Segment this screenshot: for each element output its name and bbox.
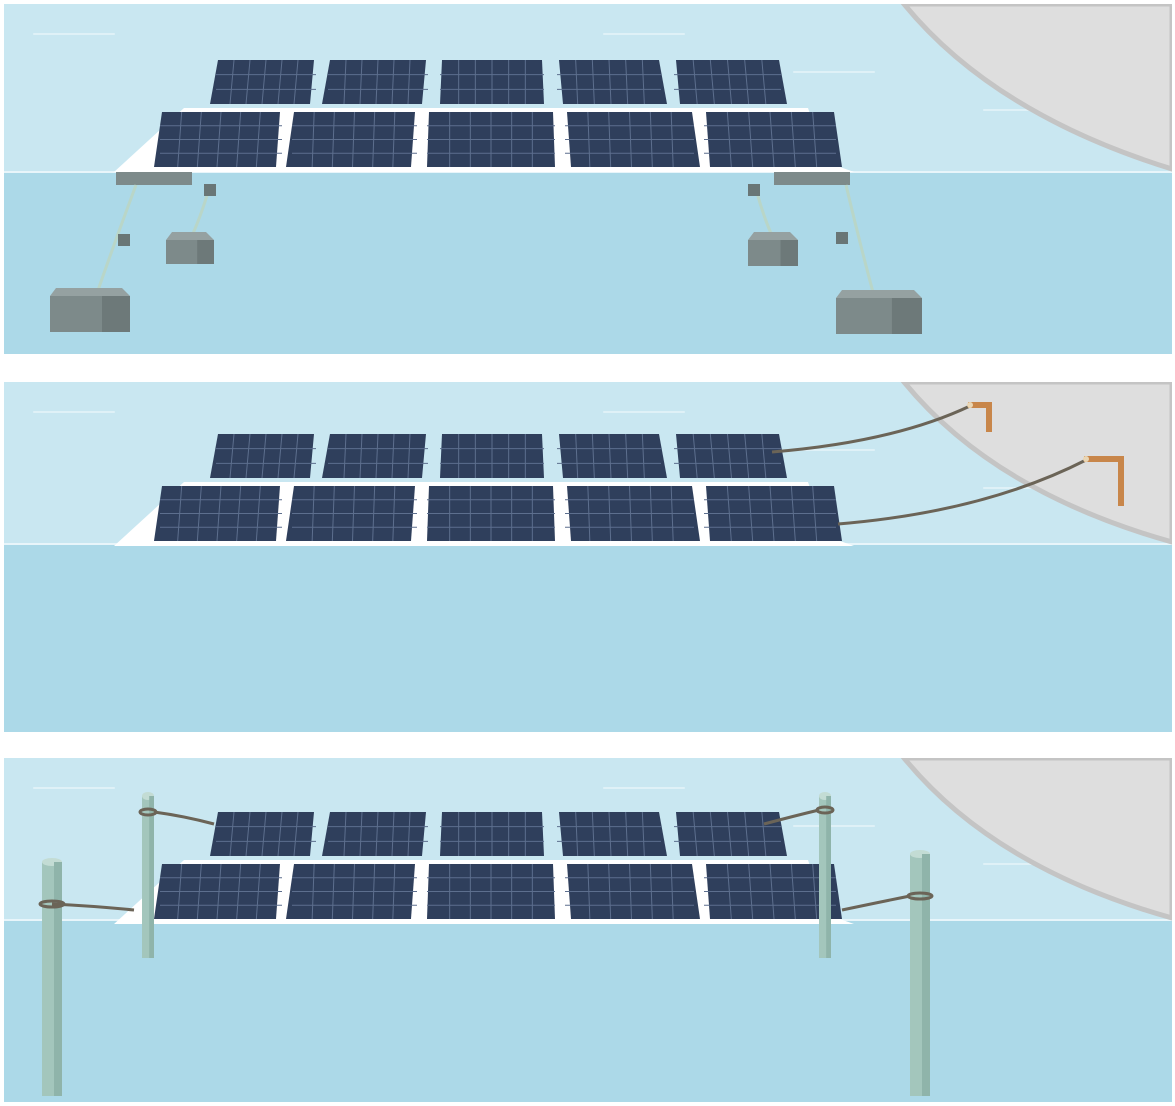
solar-array [114,811,854,924]
solar-panel-icon [704,863,842,920]
float-pontoon [774,172,850,185]
solar-panel-icon [210,433,316,479]
mooring-cable [844,184,876,297]
solar-panel-icon [704,485,842,542]
solar-panel-icon [154,111,282,168]
mooring-cable [153,810,215,826]
mooring-cable [51,902,135,912]
panel-pile-mooring [4,758,1172,1102]
solar-panel-icon [286,111,417,168]
shore-cable [771,404,971,454]
solar-panel-icon [440,812,544,856]
mooring-cable [94,184,138,297]
solar-array [114,433,854,546]
solar-panel-icon [154,485,282,542]
shore-post-icon [967,402,992,432]
solar-panel-icon [565,863,700,920]
shore-cable [837,458,1087,526]
solar-panel-icon [286,485,417,542]
solar-panel-icon [704,111,842,168]
cable-connector [118,234,130,246]
cable-connector [204,184,216,196]
mooring-pile-icon [142,792,154,958]
cable-connector [836,232,848,244]
solar-panel-icon [322,433,428,479]
mooring-cable [841,894,911,912]
solar-panel-icon [565,111,700,168]
solar-panel-icon [427,864,555,919]
anchor-block-icon [166,232,214,264]
solar-panel-icon [427,112,555,167]
solar-panel-icon [210,59,316,105]
water-body [4,544,1172,732]
shore-land [900,758,1172,921]
solar-panel-icon [557,59,667,105]
shore-land [900,382,1172,545]
solar-panel-icon [674,433,787,479]
solar-panel-icon [674,811,787,857]
anchor-block-icon [836,290,922,334]
shore-land [900,4,1172,172]
solar-panel-icon [440,60,544,104]
solar-panel-icon [154,863,282,920]
solar-panel-icon [322,59,428,105]
cable-connector [748,184,760,196]
pile-rope-ring [138,807,158,817]
water-body [4,920,1172,1102]
mooring-cable [763,808,820,826]
anchor-block-icon [748,232,798,266]
anchor-block-icon [50,288,130,332]
solar-panel-icon [286,863,417,920]
mooring-pile-icon [910,850,930,1096]
solar-panel-icon [557,811,667,857]
solar-panel-icon [210,811,316,857]
pile-rope-ring [38,899,66,909]
solar-panel-icon [565,485,700,542]
shore-post-icon [1083,456,1124,506]
solar-panel-icon [322,811,428,857]
pile-rope-ring [815,805,835,815]
solar-array [114,59,854,172]
solar-panel-icon [557,433,667,479]
mooring-pile-icon [819,792,831,958]
solar-panel-icon [440,434,544,478]
float-pontoon [116,172,192,185]
solar-panel-icon [674,59,787,105]
mooring-pile-icon [42,858,62,1096]
panel-shore-mooring [4,382,1172,732]
pile-rope-ring [906,891,934,901]
panel-anchor-mooring [4,4,1172,354]
solar-panel-icon [427,486,555,541]
